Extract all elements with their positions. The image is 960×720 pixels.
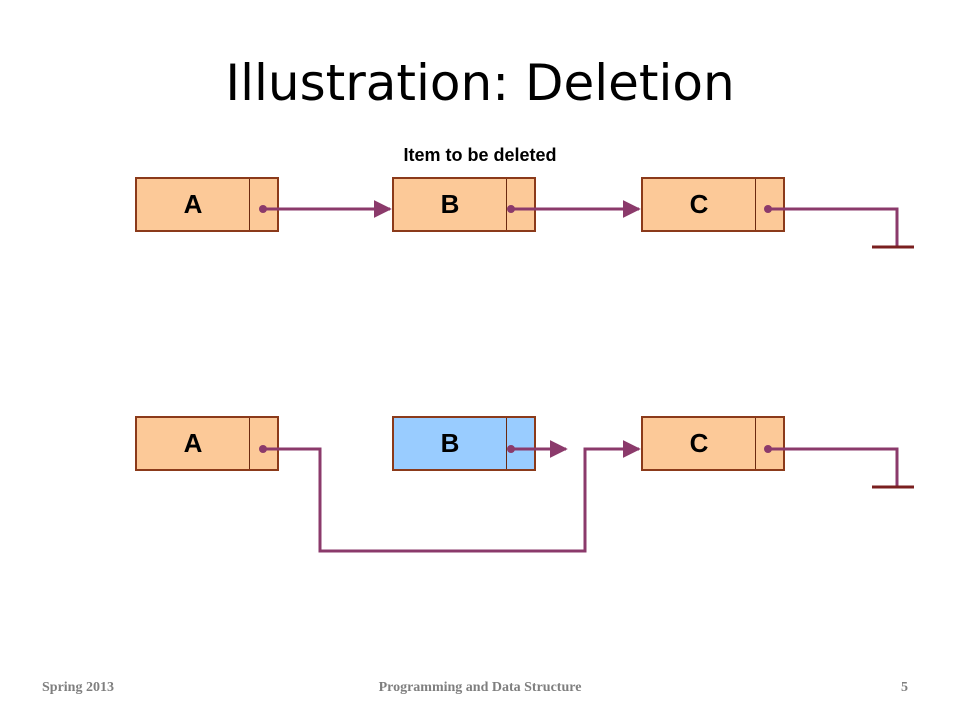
node-value: C (643, 418, 756, 469)
after-node-a: A (135, 416, 279, 471)
node-value: B (394, 418, 507, 469)
after-node-b-deleted: B (392, 416, 536, 471)
node-value: A (137, 418, 250, 469)
node-value: C (643, 179, 756, 230)
footer-page-number: 5 (901, 680, 908, 695)
deleted-item-caption: Item to be deleted (403, 145, 557, 165)
after-node-c: C (641, 416, 785, 471)
after-link-b-to-c (507, 440, 568, 458)
footer-course: Programming and Data Structure (378, 680, 582, 695)
after-link-a-to-c (259, 440, 641, 553)
before-link-b-to-c (507, 200, 641, 218)
footer-term: Spring 2013 (42, 680, 114, 695)
before-node-c: C (641, 177, 785, 232)
node-value: A (137, 179, 250, 230)
after-link-c-to-null (764, 445, 899, 486)
slide-title: Illustration: Deletion (225, 54, 735, 112)
before-link-a-to-b (259, 200, 392, 218)
node-value: B (394, 179, 507, 230)
before-link-c-to-null (764, 205, 899, 246)
before-node-b: B (392, 177, 536, 232)
before-node-a: A (135, 177, 279, 232)
